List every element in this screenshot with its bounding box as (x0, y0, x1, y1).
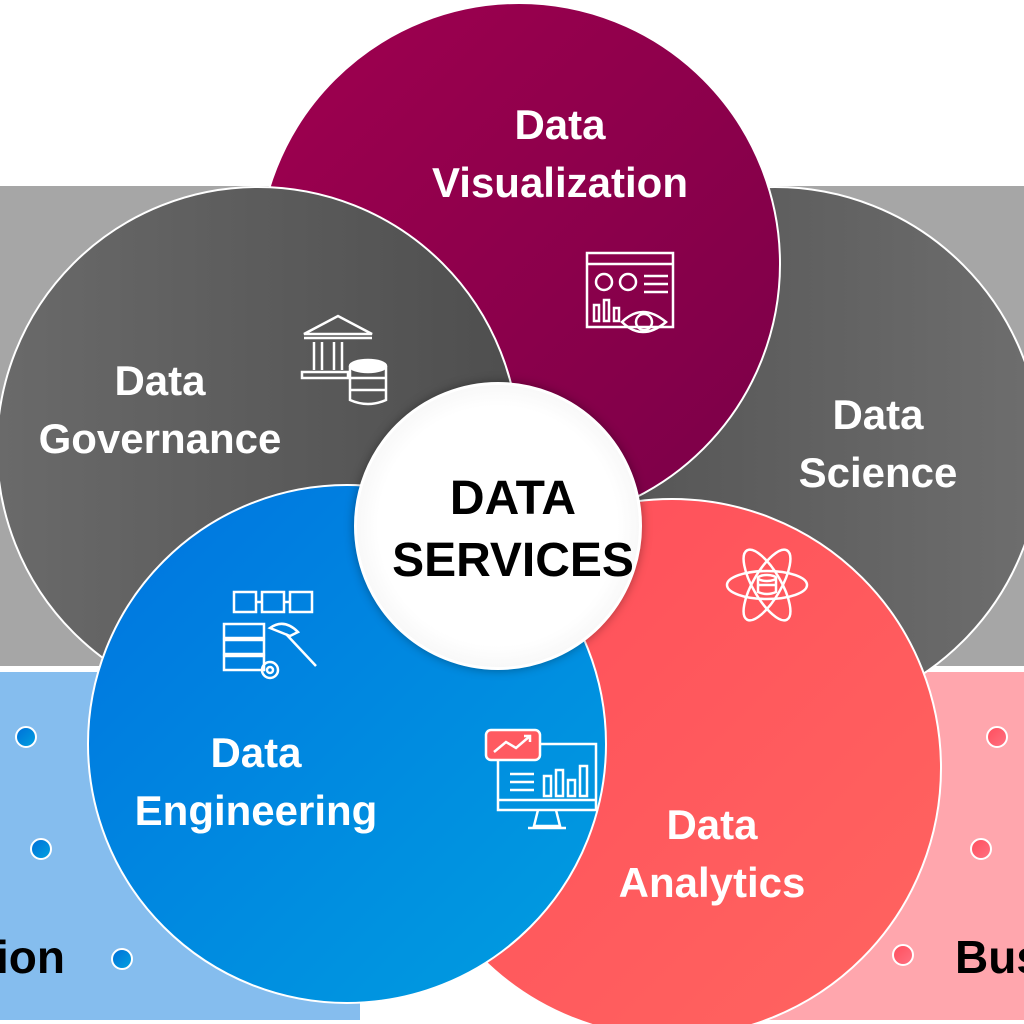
center-title-line2: SERVICES (392, 534, 634, 587)
label-line: Data (666, 801, 758, 848)
center-circle (354, 382, 642, 670)
bullet-dot (15, 726, 37, 748)
label-line: Data (210, 729, 302, 776)
label-data-analytics: Data Analytics (619, 796, 806, 912)
side-label-left: ion (0, 931, 65, 983)
center-title: DATA SERVICES (392, 468, 634, 592)
monitor-chart-icon (484, 728, 598, 830)
bullet-dot (970, 838, 992, 860)
server-hammer-icon (222, 590, 317, 680)
bank-database-icon (300, 314, 388, 406)
side-label-right: Bus (955, 931, 1024, 983)
label-data-engineering: Data Engineering (135, 724, 378, 840)
label-line: Data (514, 101, 606, 148)
bullet-dot (111, 948, 133, 970)
bullet-dot (892, 944, 914, 966)
label-line: Engineering (134, 787, 378, 834)
label-data-governance: Data Governance (39, 352, 282, 468)
label-line: Data (832, 391, 924, 438)
label-line: Visualization (432, 159, 688, 206)
bullet-dot (986, 726, 1008, 748)
atom-database-icon (725, 548, 809, 622)
label-line: Science (798, 449, 958, 496)
label-line: Governance (38, 415, 282, 462)
label-data-visualization: Data Visualization (432, 96, 688, 212)
center-title-line1: DATA (449, 472, 577, 525)
label-line: Analytics (618, 859, 806, 906)
label-data-science: Data Science (799, 386, 958, 502)
dashboard-eye-icon (585, 251, 675, 334)
label-line: Data (114, 357, 206, 404)
bullet-dot (30, 838, 52, 860)
